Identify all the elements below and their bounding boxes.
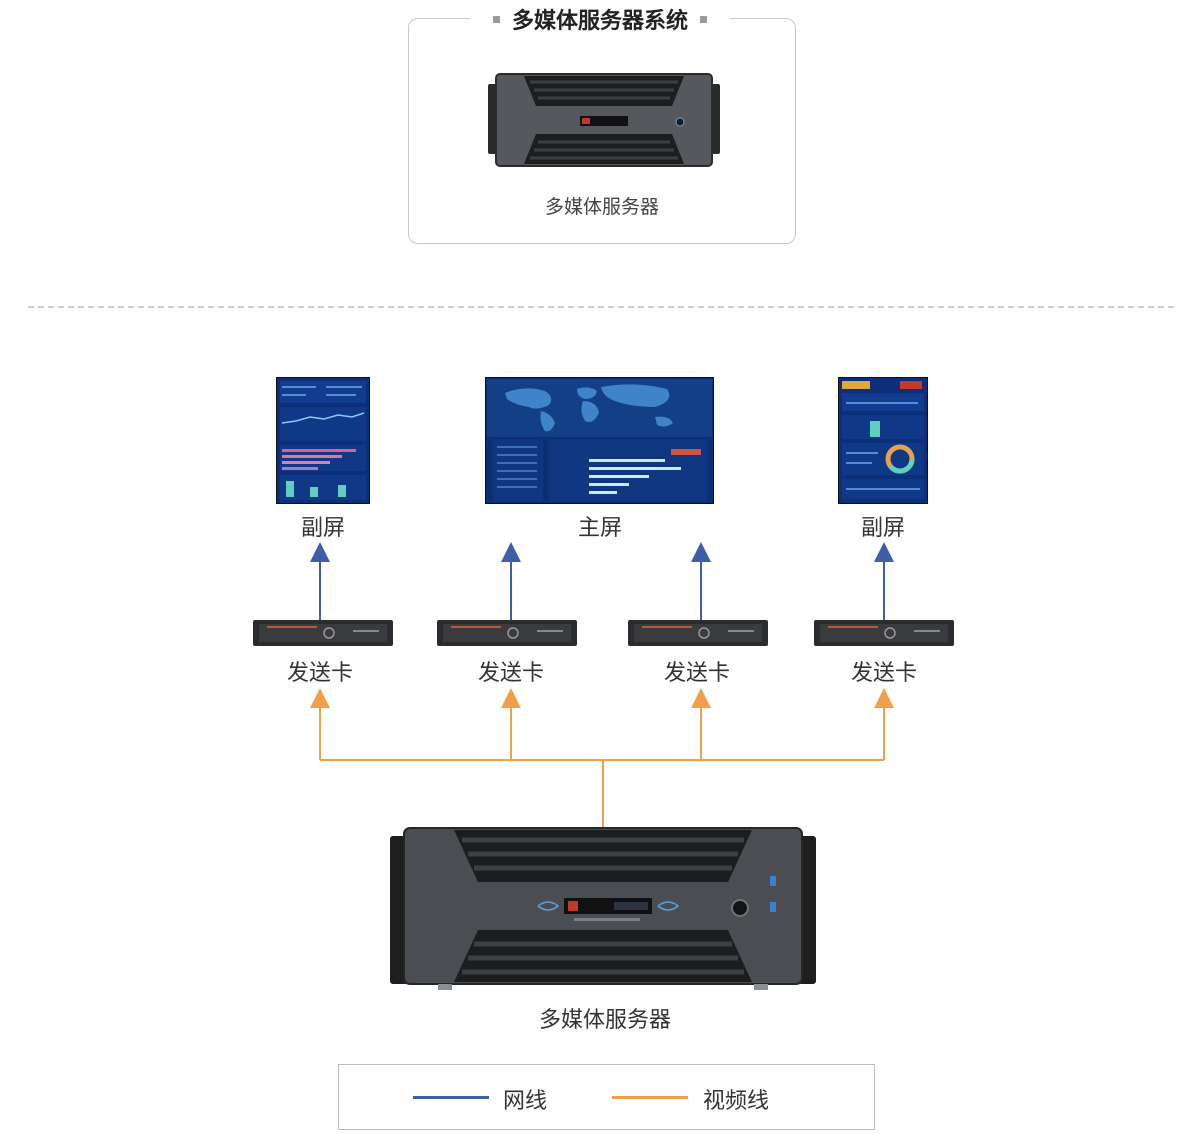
sender-card-label-4: 发送卡 bbox=[850, 661, 917, 686]
sender-card-device-4 bbox=[814, 620, 954, 646]
legend-network-label: 网线 bbox=[503, 1089, 548, 1114]
main-screen-label: 主屏 bbox=[577, 516, 622, 541]
legend-video-label: 视频线 bbox=[703, 1089, 770, 1114]
sender-card-device-3 bbox=[628, 620, 768, 646]
sender-card-label-2: 发送卡 bbox=[477, 661, 544, 686]
legend-network-swatch bbox=[413, 1096, 489, 1099]
right-sub-screen bbox=[838, 377, 928, 504]
legend bbox=[338, 1064, 875, 1130]
main-screen bbox=[485, 377, 714, 504]
sender-card-label-1: 发送卡 bbox=[286, 661, 353, 686]
right-sub-screen-label: 副屏 bbox=[860, 516, 905, 541]
media-server-caption: 多媒体服务器 bbox=[538, 1008, 671, 1033]
system-device-caption: 多媒体服务器 bbox=[544, 196, 659, 218]
sender-card-label-3: 发送卡 bbox=[663, 661, 730, 686]
sender-card-device-1 bbox=[253, 620, 393, 646]
system-title-group: 多媒体服务器系统 bbox=[470, 2, 730, 36]
section-divider bbox=[28, 306, 1174, 308]
left-sub-screen-label: 副屏 bbox=[300, 516, 345, 541]
media-server-device-image bbox=[390, 827, 816, 990]
title-left-marker bbox=[492, 15, 500, 23]
title-right-marker bbox=[700, 15, 707, 23]
left-sub-screen bbox=[276, 377, 370, 504]
system-title: 多媒体服务器系统 bbox=[511, 9, 688, 34]
media-server-device-image-small bbox=[488, 73, 720, 167]
legend-video-swatch bbox=[612, 1096, 688, 1099]
sender-card-device-2 bbox=[437, 620, 577, 646]
